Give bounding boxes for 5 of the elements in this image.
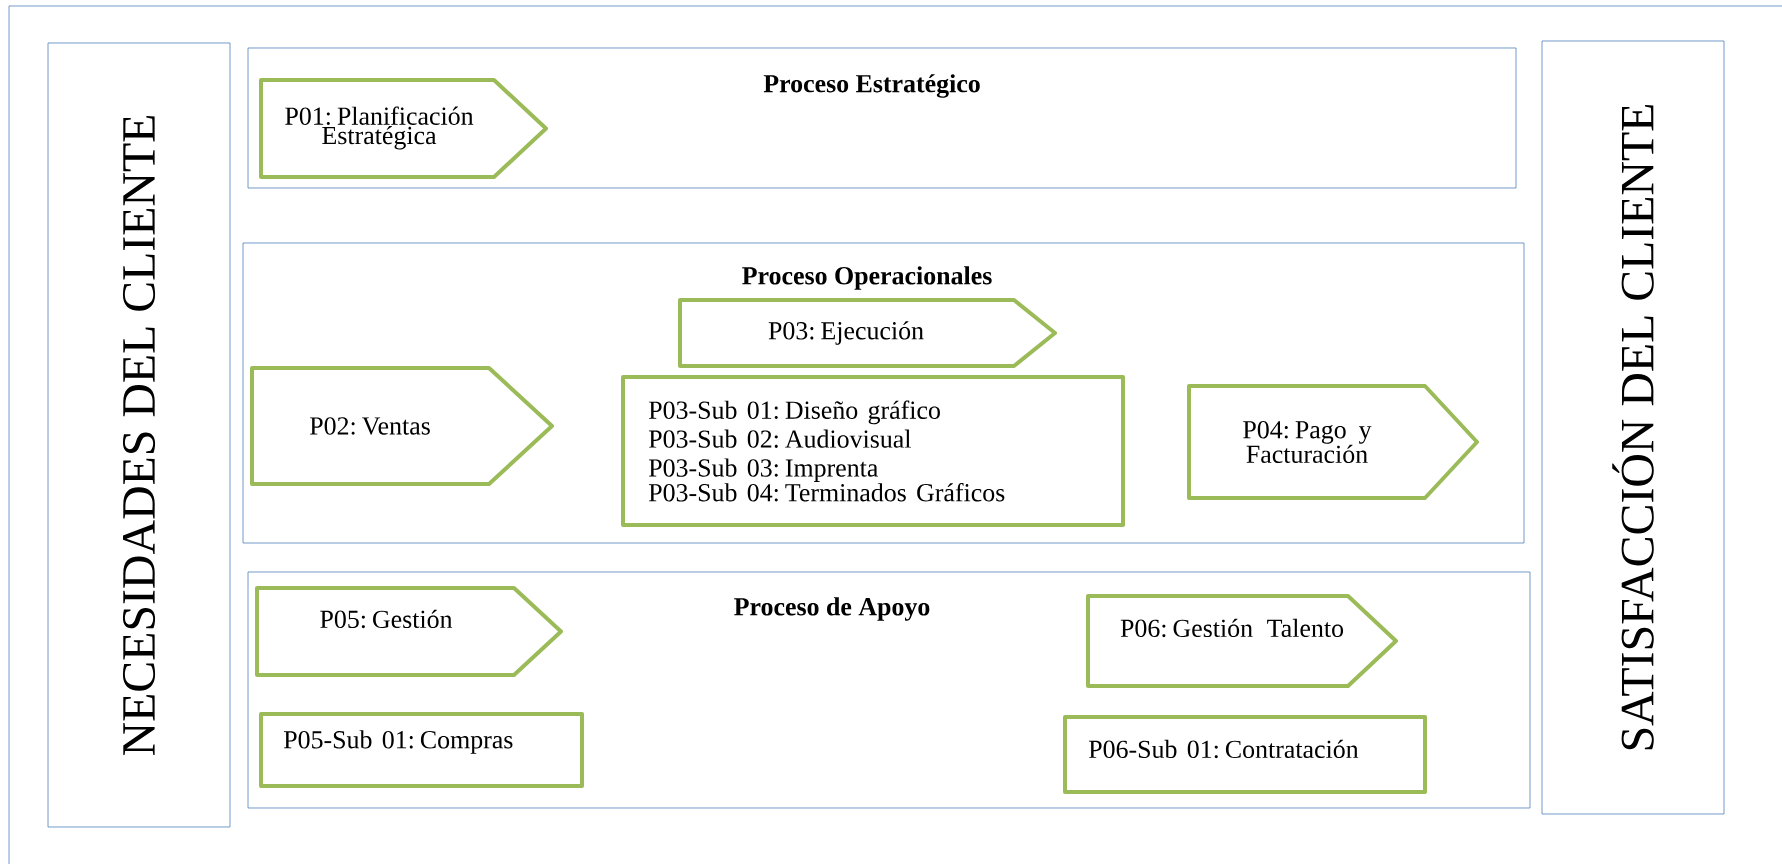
- subprocess-box: P06-Sub 01: Contratación: [1063, 715, 1427, 794]
- subprocess-box: P03-Sub 01: Diseño gráfico P03-Sub 02: Audiovisual P03-Sub 03: Imprenta P03-Sub 04: Terminados Gráficos: [621, 375, 1125, 527]
- subprocess-box: P05-Sub 01: Compras: [259, 712, 584, 788]
- vertical-label-box: NECESIDADES DEL CLIENTE: [47, 42, 231, 828]
- vertical-label-box: SATISFACCIÓN DEL CLIENTE: [1541, 40, 1725, 815]
